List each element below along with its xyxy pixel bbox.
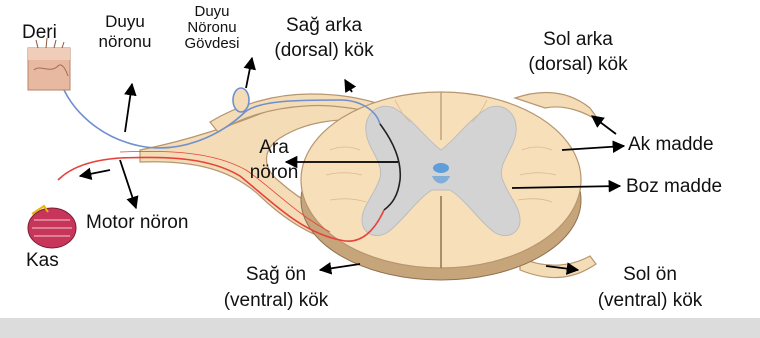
label-sol-on-line1: Sol ön <box>582 262 718 288</box>
muscle-icon <box>28 206 76 248</box>
label-motor-noron: Motor nöron <box>86 212 188 234</box>
spinal-cord <box>301 92 581 280</box>
label-ak-madde: Ak madde <box>628 134 714 156</box>
label-govde-line1: Duyu <box>172 4 252 20</box>
label-sag-arka-line1: Sağ arka <box>258 14 390 39</box>
label-sag-on-line2: (ventral) kök <box>210 288 342 314</box>
label-ara-line2: nöron <box>238 161 310 186</box>
label-govde-line3: Gövdesi <box>172 36 252 52</box>
arrow-sag-arka <box>345 80 352 92</box>
arrow-govde <box>246 58 252 88</box>
arrow-motor-noron <box>120 160 136 208</box>
label-govde-line2: Nöronu <box>172 20 252 36</box>
arrow-duyu-noronu <box>125 84 132 132</box>
label-ara-line1: Ara <box>238 136 310 161</box>
arrow-ak-madde-root <box>592 116 616 134</box>
bottom-band <box>0 318 760 338</box>
label-sol-on-line2: (ventral) kök <box>582 288 718 314</box>
label-sol-on-kok: Sol ön (ventral) kök <box>582 262 718 313</box>
central-canal <box>433 163 449 173</box>
arrow-motor-to-kas <box>80 170 110 176</box>
label-duyu-noronu: Duyu nöronu <box>85 12 165 51</box>
label-sol-arka-kok: Sol arka (dorsal) kök <box>512 28 644 77</box>
label-sag-on-line1: Sağ ön <box>210 262 342 288</box>
label-sag-on-kok: Sağ ön (ventral) kök <box>210 262 342 313</box>
label-kas: Kas <box>26 250 59 272</box>
label-deri: Deri <box>22 22 57 44</box>
skin-icon <box>28 38 70 90</box>
label-sol-arka-line1: Sol arka <box>512 28 644 53</box>
label-duyu-noronu-line2: nöronu <box>85 32 165 52</box>
sensory-neuron-body <box>233 88 249 112</box>
label-sag-arka-line2: (dorsal) kök <box>258 39 390 64</box>
label-sol-arka-line2: (dorsal) kök <box>512 53 644 78</box>
label-ara-noron: Ara nöron <box>238 136 310 185</box>
label-duyu-noronu-govdesi: Duyu Nöronu Gövdesi <box>172 4 252 51</box>
label-boz-madde: Boz madde <box>626 176 722 198</box>
label-sag-arka-kok: Sağ arka (dorsal) kök <box>258 14 390 63</box>
label-duyu-noronu-line1: Duyu <box>85 12 165 32</box>
